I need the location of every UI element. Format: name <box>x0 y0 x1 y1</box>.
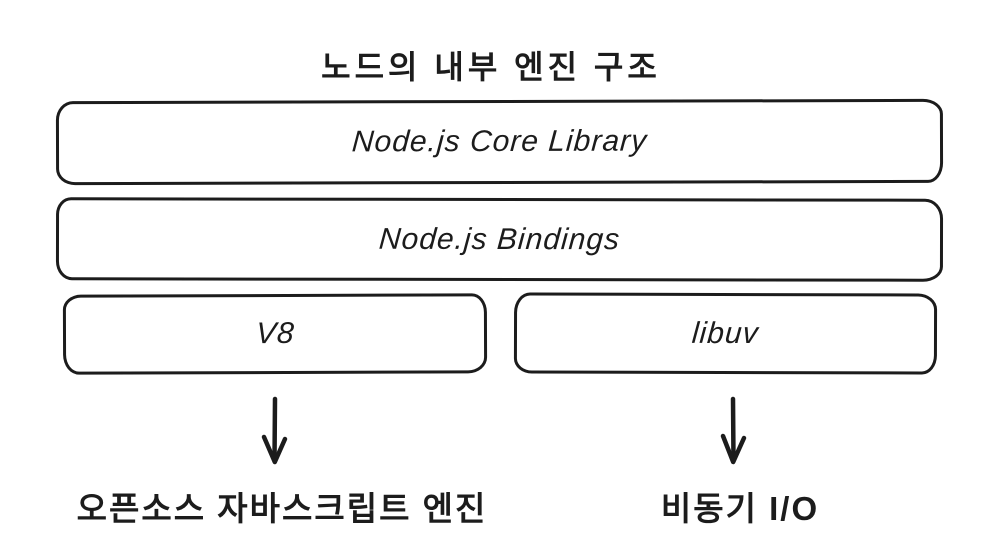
diagram-title: 노드의 내부 엔진 구조 <box>321 49 661 85</box>
libuv-label: libuv <box>690 316 761 350</box>
nodejs-core-library-label: Node.js Core Library <box>350 124 649 159</box>
v8-annotation: 오픈소스 자바스크립트 엔진 <box>76 490 488 527</box>
arrow-down-icon <box>720 396 747 465</box>
box-libuv: libuv <box>513 292 938 375</box>
arrow-down-icon <box>261 396 288 465</box>
box-nodejs-bindings: Node.js Bindings <box>55 197 944 282</box>
box-nodejs-core-library: Node.js Core Library <box>55 98 944 186</box>
v8-label: V8 <box>254 316 296 351</box>
libuv-annotation: 비동기 I/O <box>660 490 820 527</box>
box-v8: V8 <box>62 293 488 375</box>
nodejs-bindings-label: Node.js Bindings <box>377 222 622 256</box>
